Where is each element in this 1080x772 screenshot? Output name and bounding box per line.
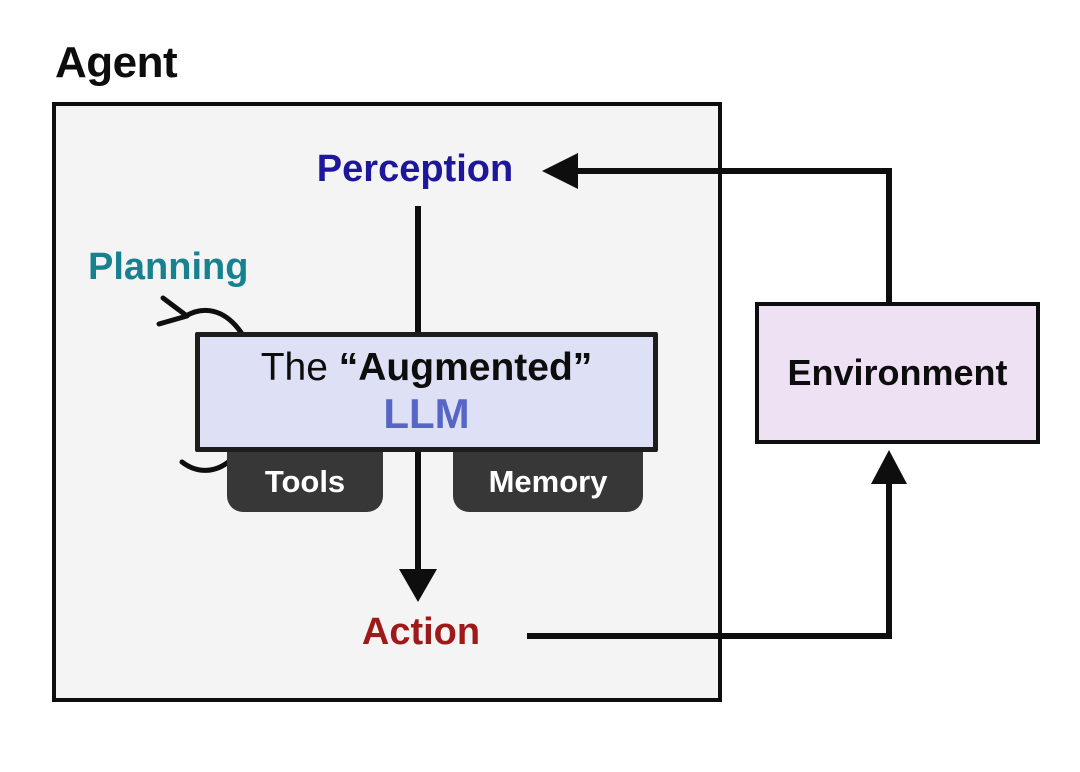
environment-box: Environment [755,302,1040,444]
arrowhead-into-environment-icon [871,450,907,484]
planning-label: Planning [88,246,249,288]
llm-box-title: The “Augmented” [261,346,593,391]
memory-tab: Memory [453,452,643,512]
llm-label: LLM [383,390,470,438]
tools-tab: Tools [227,452,383,512]
environment-label: Environment [787,352,1008,393]
action-label: Action [361,611,481,653]
perception-label: Perception [316,148,514,190]
llm-title-emphasis: “Augmented” [338,346,593,390]
agent-title: Agent [55,38,178,87]
augmented-llm-box: The “Augmented” LLM [195,332,658,452]
llm-title-prefix: The [260,346,339,390]
